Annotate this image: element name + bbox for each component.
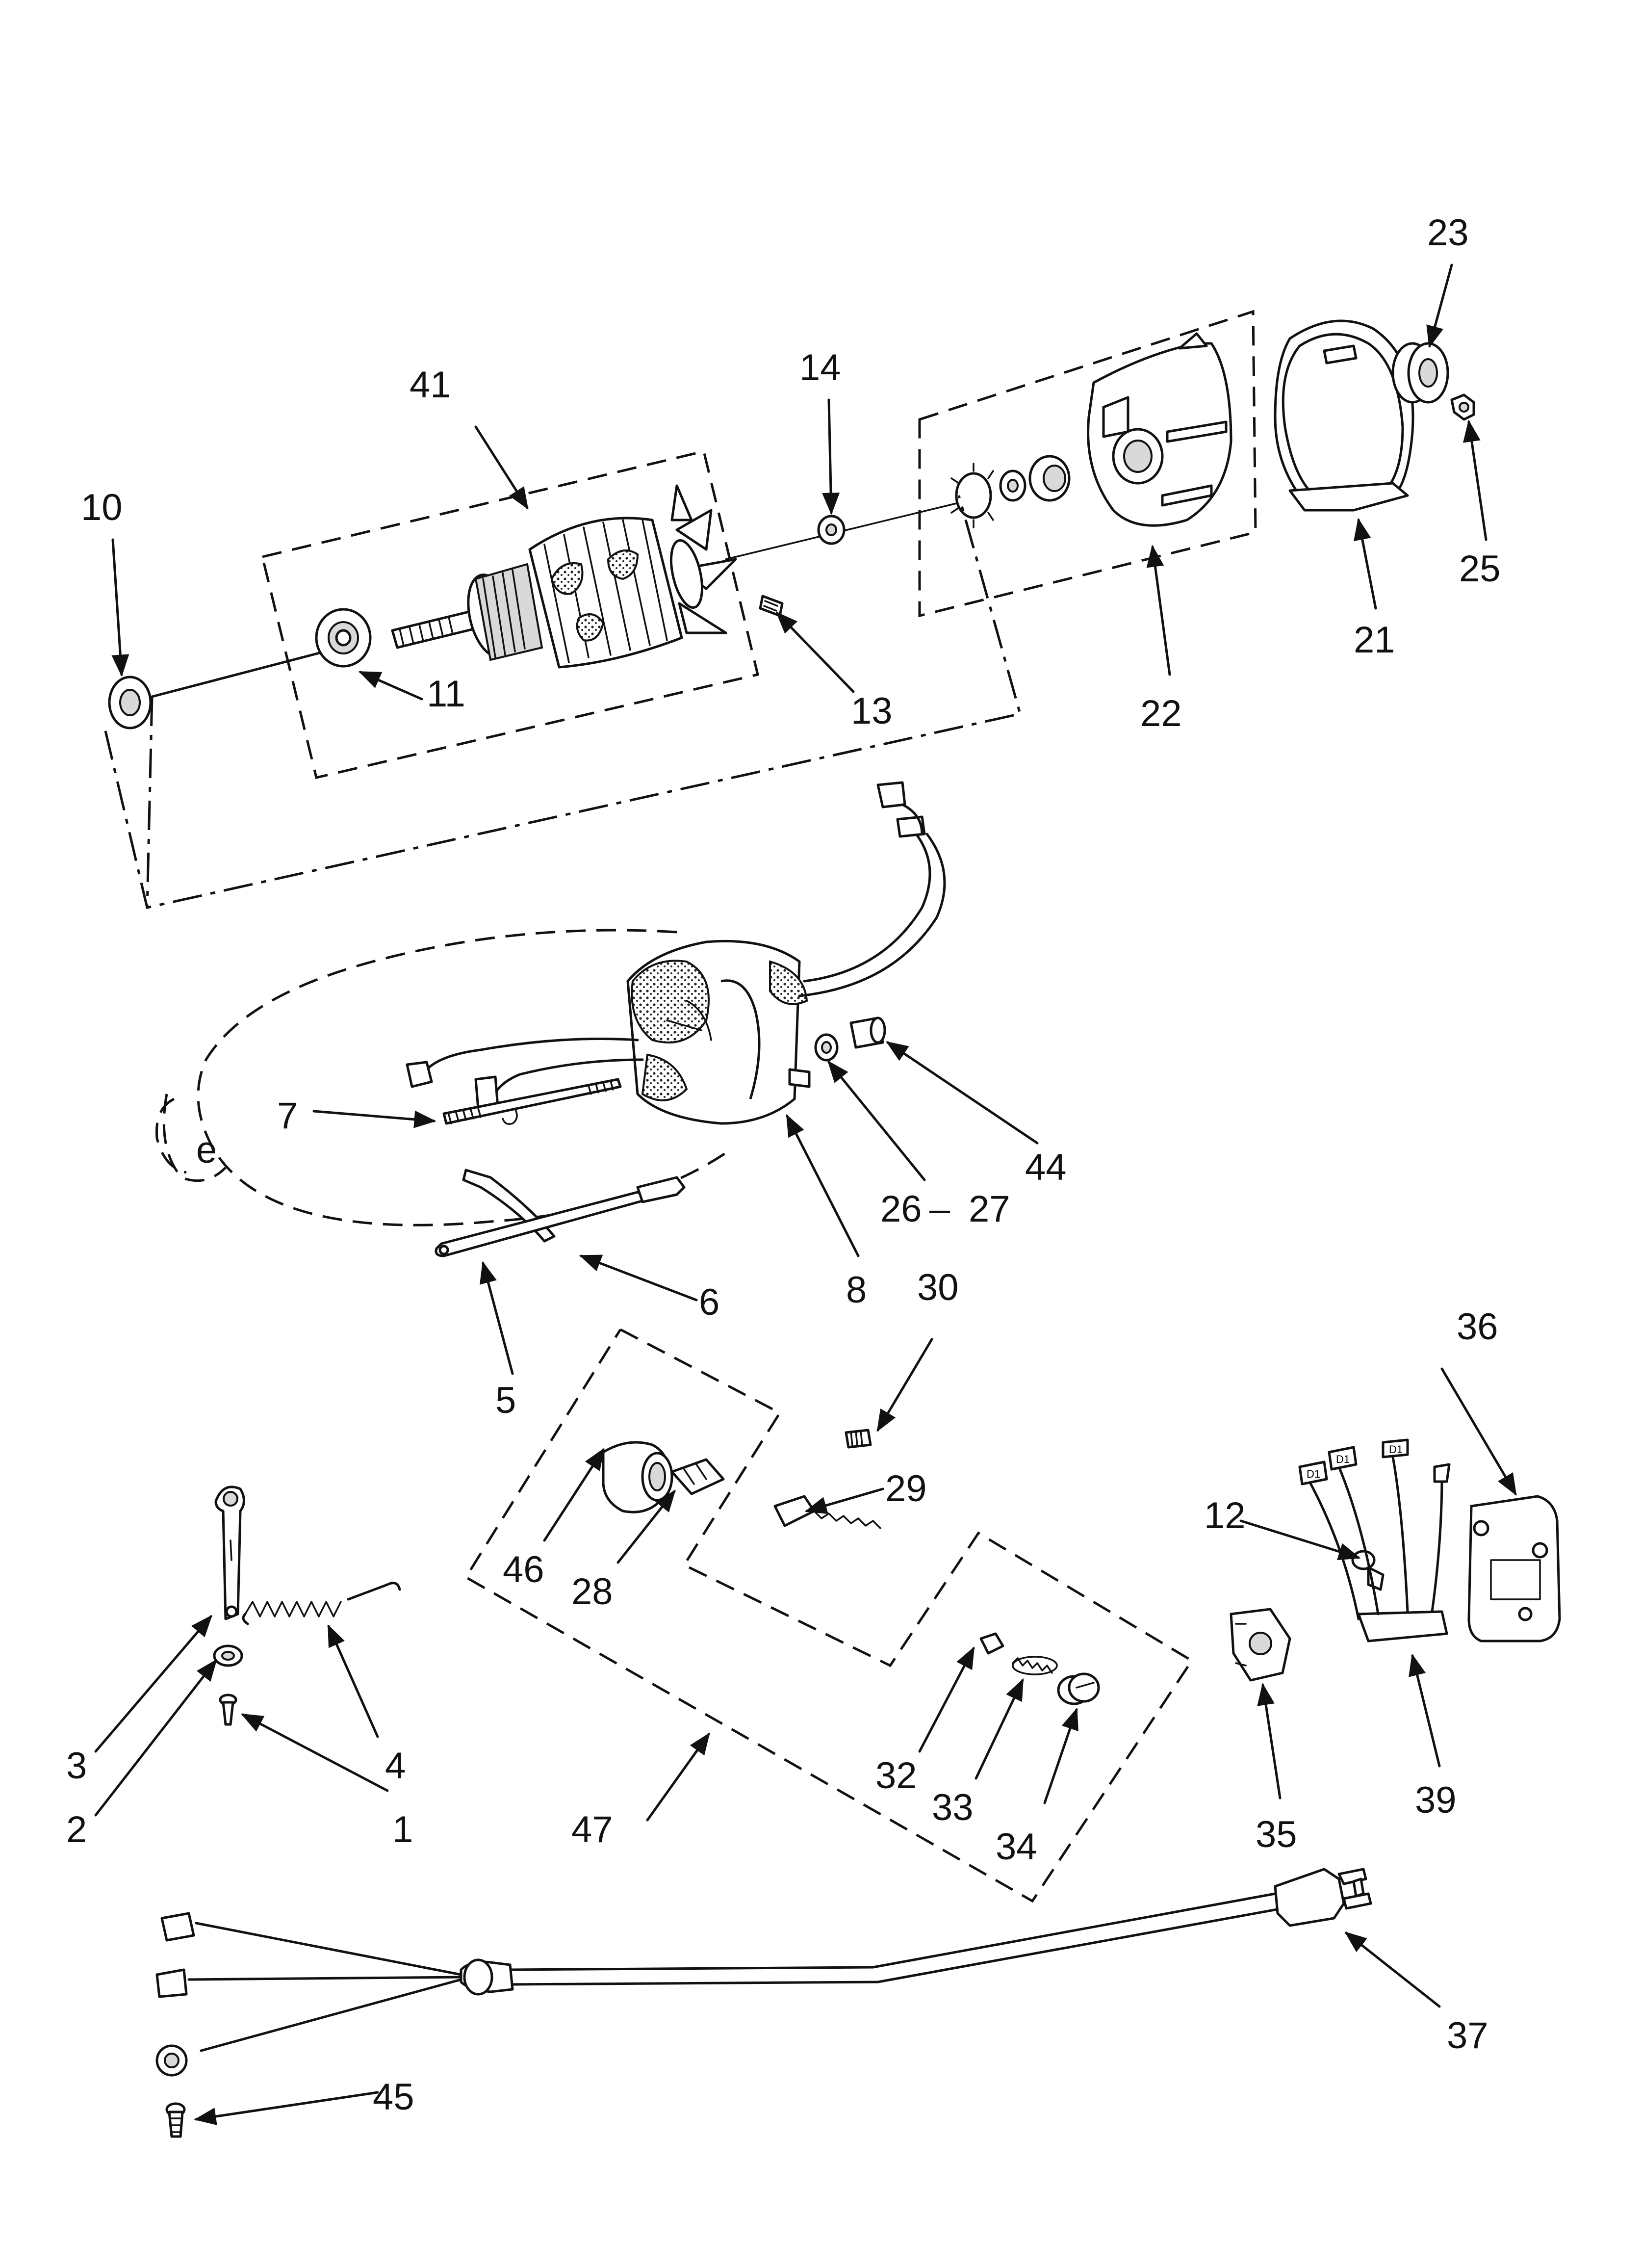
part-label-5: 5: [495, 1380, 516, 1421]
part-label-3: 3: [66, 1745, 87, 1787]
armature-fan: [669, 484, 737, 634]
commutator: [467, 563, 543, 661]
field-wires: [406, 781, 946, 1110]
part-label-8: 8: [846, 1269, 867, 1311]
part-label-4: 4: [385, 1745, 406, 1787]
part-label-14: 14: [799, 347, 841, 389]
spring-4: [242, 1582, 401, 1625]
washer-14: [817, 515, 846, 545]
bearing-23: [1391, 342, 1449, 404]
part-label-32: 32: [875, 1755, 917, 1797]
part-label-46: 46: [503, 1549, 544, 1590]
part-label-27: 27: [969, 1188, 1010, 1230]
svg-text:e: e: [196, 1129, 217, 1171]
leader-lines: [94, 263, 1517, 2125]
part-label-29: 29: [885, 1468, 927, 1510]
bushing-44: [849, 1017, 886, 1049]
svg-text:D1: D1: [1389, 1443, 1403, 1456]
speed-control-lever: [214, 1486, 245, 1620]
lever-5: [435, 1176, 686, 1257]
insulator-46: [602, 1441, 673, 1513]
part-label-30: 30: [917, 1267, 959, 1308]
nut-25: [1450, 393, 1475, 421]
part-number-labels: 41 10 11 14 13 22 23 25 21 7 8 26 – 27 4…: [66, 212, 1501, 2118]
retaining-clip: [950, 463, 994, 528]
spring-33: [1012, 1656, 1058, 1675]
spring-30: [845, 1429, 872, 1449]
svg-text:D1: D1: [1307, 1468, 1320, 1480]
ground-screw-45: [165, 2102, 186, 2138]
bearing-housing-bearing: [1028, 455, 1071, 502]
terminal-32: [979, 1632, 1004, 1655]
part-label-23: 23: [1427, 212, 1469, 254]
assembly-bracket-line: [104, 495, 1022, 909]
part-label-28: 28: [571, 1571, 613, 1613]
brush-holder-assembly: [464, 1328, 1194, 1903]
armature-core: [528, 517, 683, 669]
part-label-21: 21: [1354, 619, 1395, 661]
part-label-36: 36: [1457, 1306, 1498, 1348]
part-label-26: 26: [880, 1188, 922, 1230]
part-label-45: 45: [373, 2076, 414, 2118]
part-label-11: 11: [427, 673, 465, 715]
screw-1: [219, 1694, 237, 1726]
brush-cap-34: [1057, 1672, 1100, 1705]
part-label-12: 12: [1204, 1495, 1246, 1537]
part-label-13: 13: [851, 690, 893, 732]
screw-13: [759, 595, 784, 617]
part-label-33: 33: [932, 1787, 974, 1828]
part-label-34: 34: [996, 1826, 1037, 1868]
part-label-26-27-separator: –: [929, 1188, 950, 1230]
control-board-36: [1467, 1495, 1561, 1642]
armature-assembly: [151, 449, 970, 779]
brush-29: [773, 1495, 881, 1529]
part-label-39: 39: [1415, 1779, 1457, 1821]
thru-bolt: [442, 1078, 622, 1125]
brush-holder-28: [670, 1458, 725, 1495]
armature-shaft: [391, 607, 489, 649]
part-label-37: 37: [1447, 2015, 1488, 2057]
part-label-47: 47: [571, 1809, 613, 1851]
motor-bracket: [1274, 319, 1414, 512]
washer-2: [213, 1644, 243, 1667]
bearing: [315, 608, 372, 668]
washer-10: [108, 676, 152, 730]
part-label-44: 44: [1025, 1147, 1067, 1188]
phase-control-35: [1230, 1608, 1291, 1682]
svg-text:D1: D1: [1336, 1453, 1350, 1465]
part-label-25: 25: [1459, 548, 1501, 590]
end-bell-assembly: [918, 310, 1257, 618]
part-label-2: 2: [66, 1809, 87, 1851]
part-label-10: 10: [81, 487, 123, 528]
part-label-7: 7: [277, 1095, 298, 1137]
part-label-41: 41: [410, 364, 451, 406]
motor-field: [626, 939, 811, 1125]
wire-harness-39: D1 D1 D1: [1298, 1438, 1451, 1642]
part-label-1: 1: [392, 1809, 413, 1851]
power-cord: [155, 1868, 1372, 2077]
end-bell: [1087, 332, 1232, 527]
part-label-22: 22: [1140, 693, 1182, 734]
part-label-6: 6: [699, 1281, 719, 1323]
washer-26-27: [814, 1033, 839, 1062]
spacer: [999, 469, 1026, 502]
part-label-35: 35: [1256, 1814, 1297, 1855]
